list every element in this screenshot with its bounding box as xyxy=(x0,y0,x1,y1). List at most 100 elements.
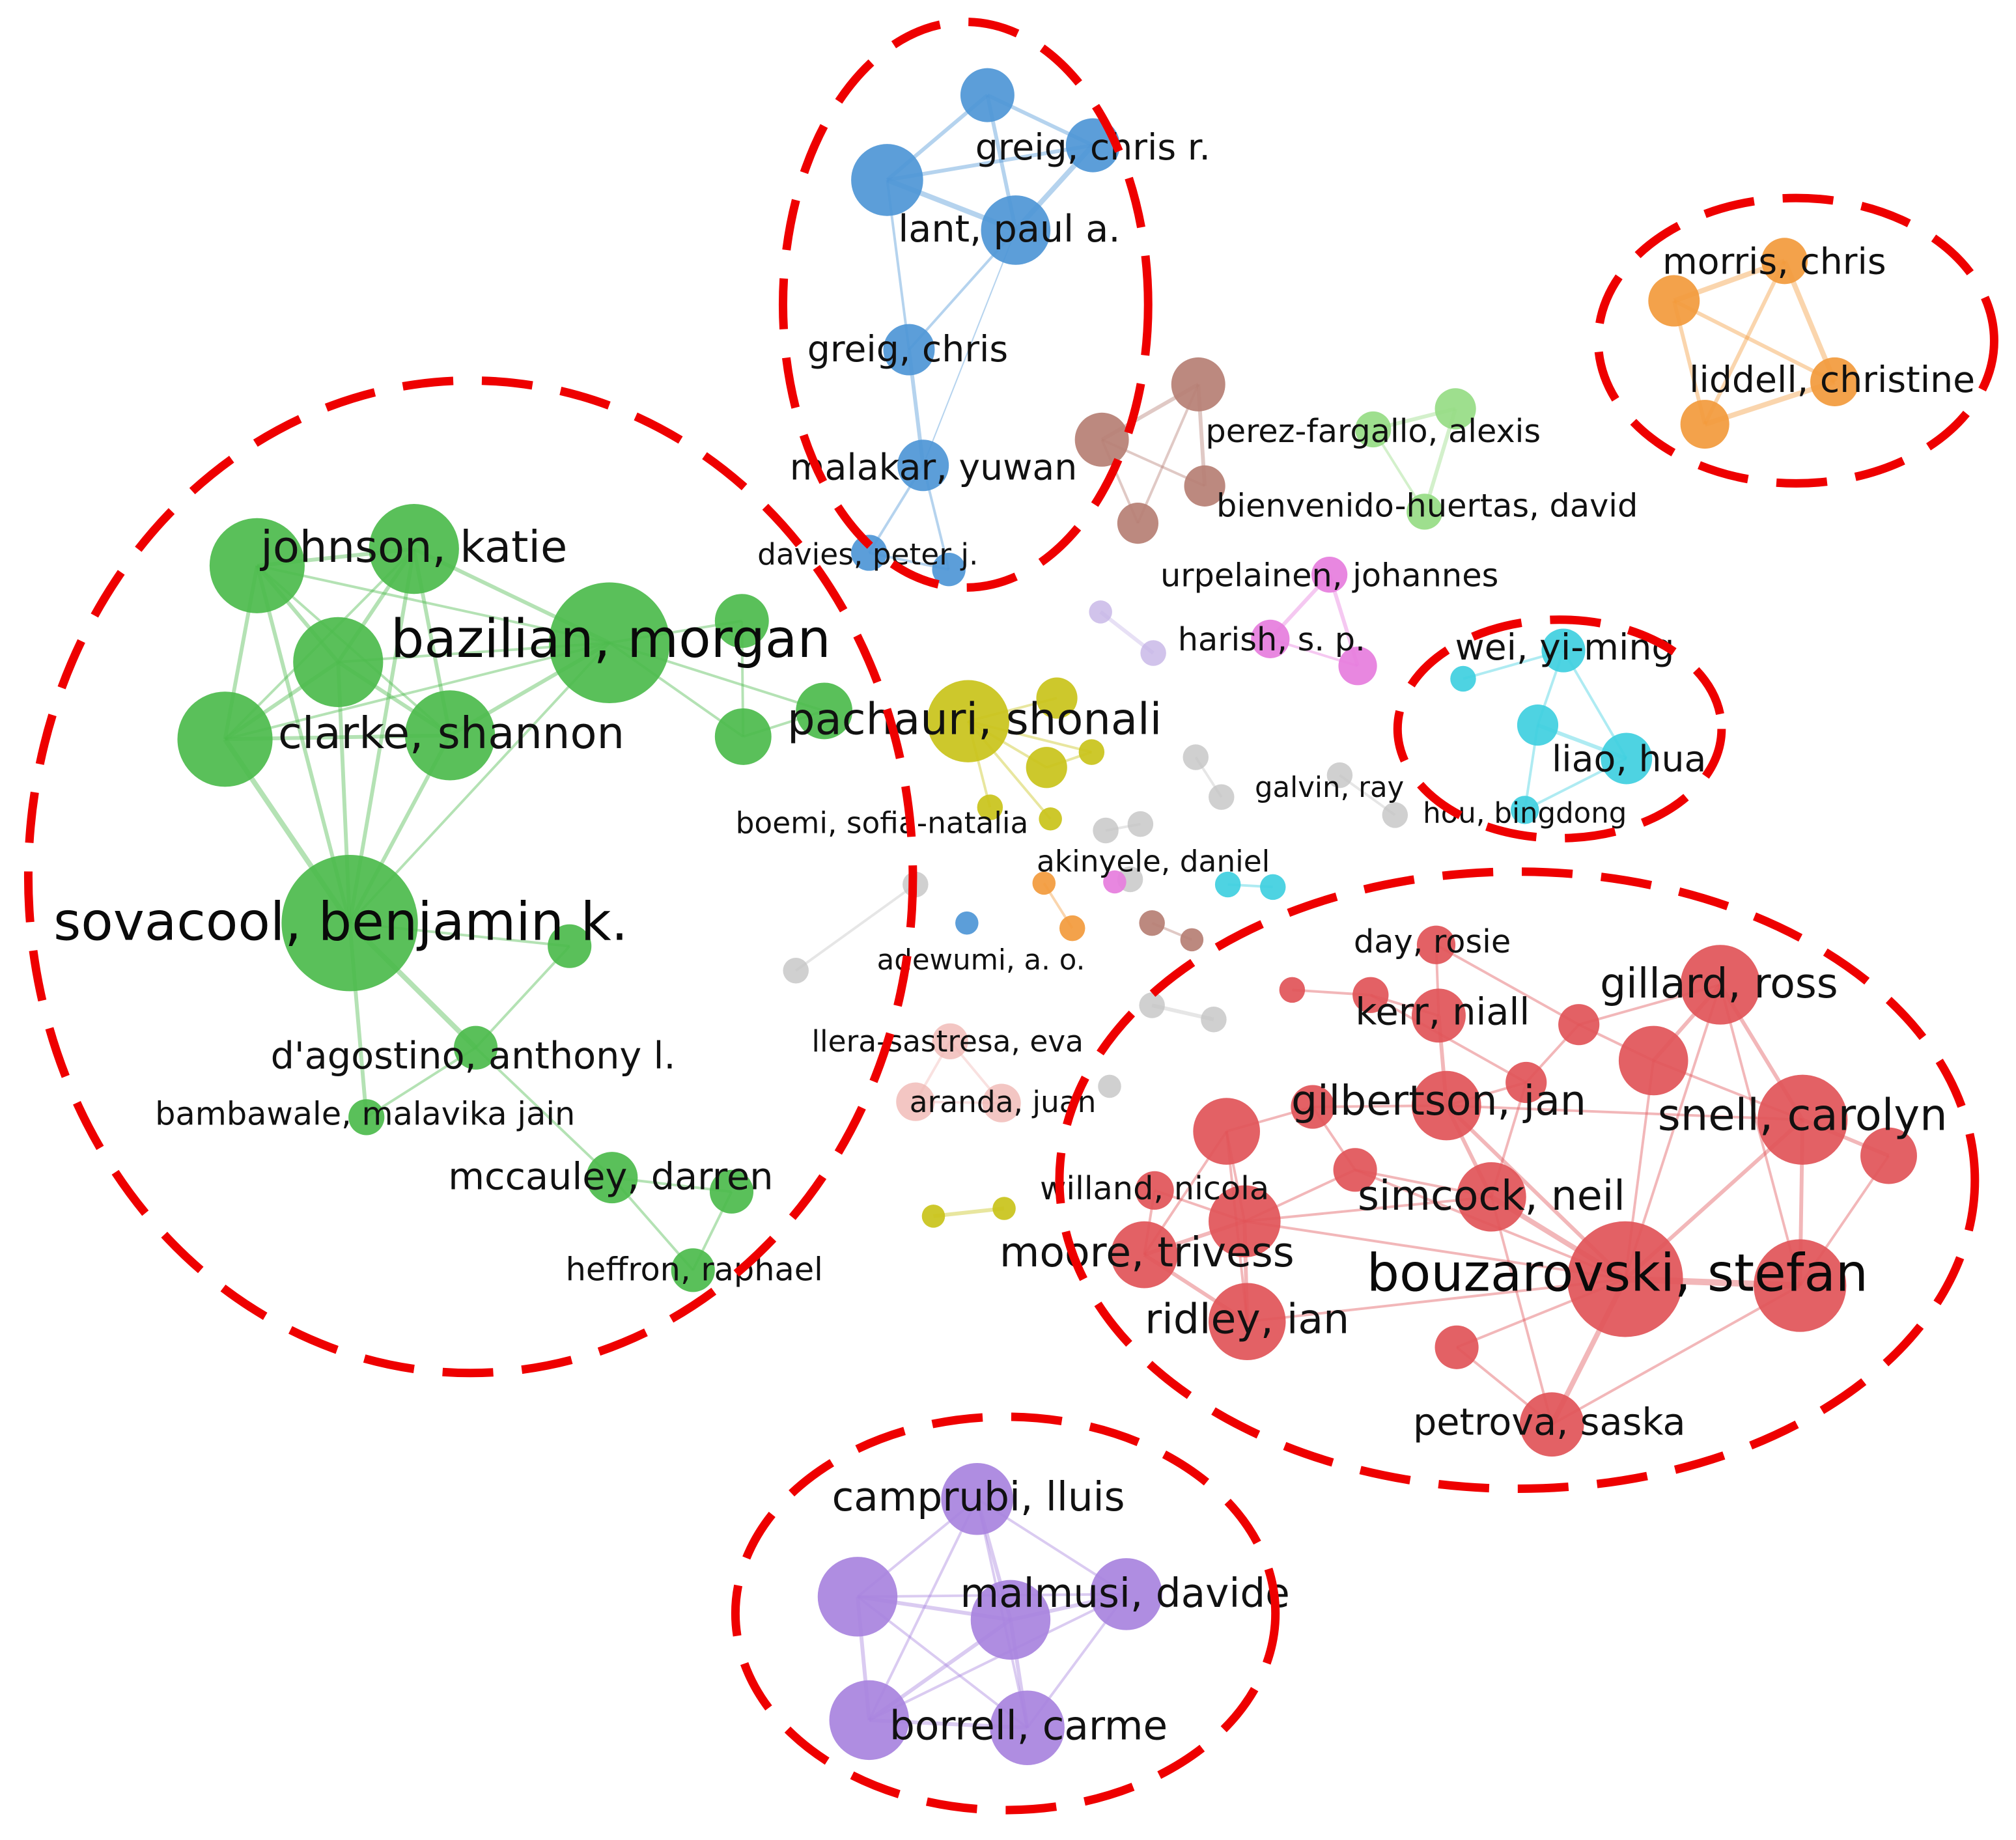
node-pink-p1[interactable] xyxy=(1311,556,1348,593)
node-purple-pu3[interactable] xyxy=(1090,1558,1162,1630)
node-red-r22[interactable] xyxy=(1435,1325,1479,1369)
node-cyan-c2[interactable] xyxy=(1450,665,1476,692)
node-purple-pu1[interactable] xyxy=(941,1462,1013,1535)
node-lightgreen-lg3[interactable] xyxy=(1407,494,1443,530)
node-lavender-lv1[interactable] xyxy=(1089,600,1112,624)
node-red-r18[interactable] xyxy=(1110,1221,1178,1289)
node-orange-o3[interactable] xyxy=(1810,357,1860,406)
node-red-r14[interactable] xyxy=(1860,1127,1917,1184)
node-brown-br4[interactable] xyxy=(1117,503,1159,544)
node-red-r8[interactable] xyxy=(1505,1061,1547,1104)
node-red-r10[interactable] xyxy=(1411,1070,1481,1141)
node-orange-o1[interactable] xyxy=(1761,238,1808,285)
node-green-gr1[interactable] xyxy=(209,518,305,613)
node-pink-s4[interactable] xyxy=(1103,870,1127,894)
node-gray-g4[interactable] xyxy=(1382,802,1408,828)
node-brown-br1[interactable] xyxy=(1171,357,1225,411)
node-gray-g3[interactable] xyxy=(1326,762,1353,788)
node-blue-b7[interactable] xyxy=(851,535,888,571)
node-purple-pu4[interactable] xyxy=(970,1580,1051,1660)
node-gray-g11[interactable] xyxy=(1201,1007,1227,1033)
node-red-r12[interactable] xyxy=(1757,1074,1848,1165)
node-blue-b6[interactable] xyxy=(897,439,949,492)
node-green-gr8[interactable] xyxy=(796,682,853,740)
node-gray-g1[interactable] xyxy=(1183,744,1209,770)
node-brown-s7[interactable] xyxy=(1139,910,1165,936)
node-peach-pe2[interactable] xyxy=(896,1082,935,1121)
node-green-gr11[interactable] xyxy=(548,924,592,968)
node-red-r17[interactable] xyxy=(1209,1185,1281,1258)
node-green-gr7[interactable] xyxy=(714,594,769,648)
node-red-r20[interactable] xyxy=(1754,1239,1847,1332)
node-green-gr6[interactable] xyxy=(549,582,670,704)
node-yellow-y8[interactable] xyxy=(992,1197,1016,1220)
node-green-gr3[interactable] xyxy=(293,617,384,707)
node-gray-g12[interactable] xyxy=(1098,1074,1121,1098)
node-green-gr15[interactable] xyxy=(709,1169,754,1214)
node-red-r9[interactable] xyxy=(1291,1085,1335,1129)
node-gray-g10[interactable] xyxy=(1139,992,1165,1018)
node-green-gr5[interactable] xyxy=(404,690,496,781)
node-cyan-c3[interactable] xyxy=(1517,704,1559,746)
node-brown-s8[interactable] xyxy=(1180,928,1204,952)
node-lightgreen-lg1[interactable] xyxy=(1435,388,1476,430)
node-pink-p2[interactable] xyxy=(1251,619,1290,658)
node-yellow-y7[interactable] xyxy=(921,1205,945,1228)
node-yellow-y1[interactable] xyxy=(927,680,1009,762)
node-red-r23[interactable] xyxy=(1519,1392,1584,1457)
node-green-gr13[interactable] xyxy=(348,1099,385,1136)
node-yellow-y2[interactable] xyxy=(1036,677,1078,719)
node-lavender-lv2[interactable] xyxy=(1140,640,1166,666)
node-red-r11[interactable] xyxy=(1193,1098,1260,1165)
node-red-r5[interactable] xyxy=(1558,1004,1600,1046)
node-green-gr16[interactable] xyxy=(671,1248,715,1292)
node-cyan-s5[interactable] xyxy=(1214,871,1241,898)
node-orange-o2[interactable] xyxy=(1648,275,1700,327)
node-blue-s3[interactable] xyxy=(955,911,979,935)
node-brown-br3[interactable] xyxy=(1184,465,1225,507)
node-pink-p3[interactable] xyxy=(1338,647,1377,686)
node-green-gr4[interactable] xyxy=(177,691,273,787)
node-orange-s2[interactable] xyxy=(1059,915,1085,941)
node-red-r7[interactable] xyxy=(1618,1025,1688,1096)
node-yellow-y5[interactable] xyxy=(977,794,1003,820)
node-gray-g2[interactable] xyxy=(1209,784,1235,810)
node-blue-b3[interactable] xyxy=(851,144,923,216)
node-blue-b5[interactable] xyxy=(883,324,935,376)
node-gray-g6[interactable] xyxy=(1127,811,1154,837)
node-yellow-y4[interactable] xyxy=(1078,739,1105,765)
node-green-gr2[interactable] xyxy=(369,504,459,594)
node-peach-pe1[interactable] xyxy=(932,1023,968,1059)
node-green-gr9[interactable] xyxy=(714,708,772,765)
node-green-gr14[interactable] xyxy=(586,1152,638,1204)
node-purple-pu2[interactable] xyxy=(817,1557,898,1637)
node-cyan-s6[interactable] xyxy=(1260,874,1286,900)
node-yellow-y3[interactable] xyxy=(1026,747,1067,788)
node-red-r21[interactable] xyxy=(1209,1283,1286,1361)
node-red-r19[interactable] xyxy=(1567,1221,1683,1337)
node-blue-b8[interactable] xyxy=(932,553,966,587)
node-purple-pu6[interactable] xyxy=(990,1690,1065,1765)
node-peach-pe3[interactable] xyxy=(982,1083,1021,1122)
node-cyan-c5[interactable] xyxy=(1511,796,1539,824)
node-lightgreen-lg2[interactable] xyxy=(1355,411,1392,448)
node-purple-pu5[interactable] xyxy=(829,1680,909,1761)
node-red-r13[interactable] xyxy=(1333,1148,1377,1192)
node-green-gr10[interactable] xyxy=(281,855,418,992)
node-yellow-y6[interactable] xyxy=(1039,807,1062,831)
node-red-r6[interactable] xyxy=(1680,945,1761,1025)
node-orange-s1[interactable] xyxy=(1032,871,1056,895)
node-cyan-c4[interactable] xyxy=(1601,732,1653,785)
node-red-r2[interactable] xyxy=(1279,977,1306,1003)
node-red-r16[interactable] xyxy=(1457,1162,1526,1232)
node-cyan-c1[interactable] xyxy=(1541,628,1586,673)
node-red-r15[interactable] xyxy=(1135,1171,1174,1210)
node-red-r3[interactable] xyxy=(1352,977,1389,1013)
node-red-r1[interactable] xyxy=(1416,925,1456,964)
node-red-r4[interactable] xyxy=(1411,988,1466,1043)
node-brown-br2[interactable] xyxy=(1074,412,1129,467)
node-blue-b4[interactable] xyxy=(981,195,1051,265)
node-gray-g5[interactable] xyxy=(1093,817,1119,844)
node-gray-g9[interactable] xyxy=(783,957,809,984)
node-orange-o4[interactable] xyxy=(1680,400,1729,449)
